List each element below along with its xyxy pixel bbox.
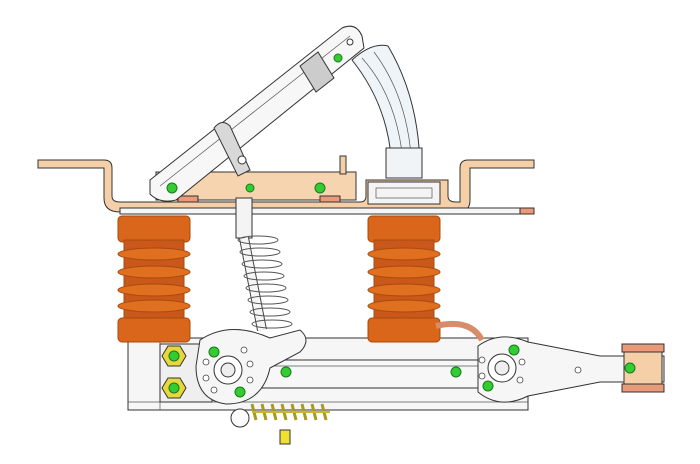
yellow-tag [279, 429, 291, 445]
copper-flex-connector [435, 320, 485, 342]
terminal-block [621, 343, 665, 393]
bolt-icon [482, 380, 494, 392]
blade-link [213, 122, 251, 177]
left-insulator [117, 215, 191, 343]
bolt-icon [450, 366, 462, 378]
bolt-icon [508, 344, 520, 356]
bolt-icon [208, 346, 220, 358]
bottom-spring [250, 403, 330, 421]
bolt-icon [166, 182, 178, 194]
bolt-icon [624, 362, 636, 374]
right-crank-lever [477, 336, 665, 403]
bolt-icon [234, 386, 246, 398]
green-bolts [166, 53, 636, 398]
bolt-icon [245, 183, 255, 193]
bolt-icon [333, 53, 343, 63]
right-insulator [367, 215, 441, 343]
bolt-icon [168, 382, 180, 394]
bolt-icon [280, 366, 292, 378]
arc-contact-guide [351, 44, 423, 179]
left-crank-disc [195, 329, 307, 405]
bottom-pivot [230, 408, 250, 428]
bolt-icon [314, 182, 326, 194]
top-busbar [37, 155, 535, 215]
vertical-spring-rod [235, 197, 293, 331]
fixed-contact [367, 181, 441, 205]
bolt-icon [168, 350, 180, 362]
